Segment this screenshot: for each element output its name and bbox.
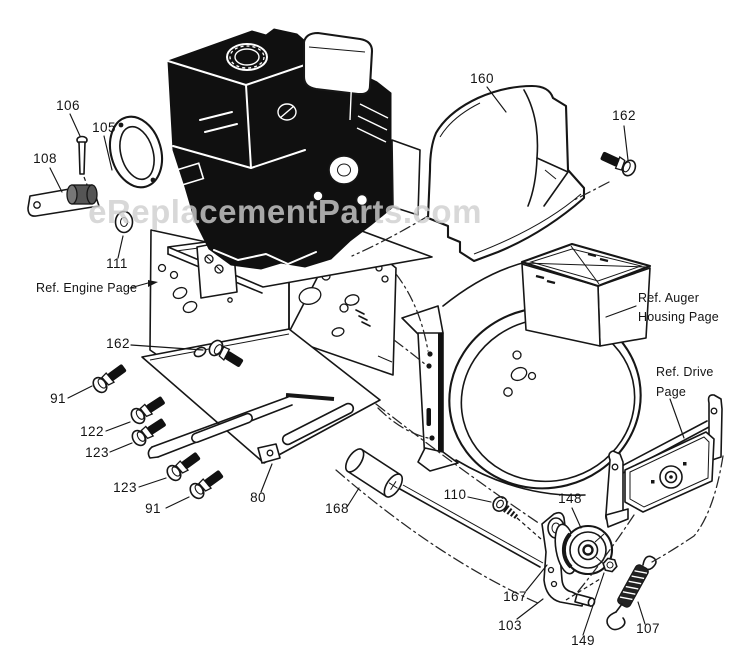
bracket-108 <box>27 184 100 217</box>
bolt-91-a <box>89 360 130 396</box>
ref-drive-page-callout-line2: Page <box>656 385 686 399</box>
bolt-123-b <box>163 448 204 484</box>
engine-mount-small-parts <box>27 115 164 234</box>
part-label-123-b: 123 <box>113 480 137 495</box>
idler-and-rod-parts <box>344 448 657 631</box>
part-label-91-a: 91 <box>50 391 66 406</box>
part-label-162-left: 162 <box>106 336 130 351</box>
control-rod <box>399 488 541 568</box>
phantom-alignment-lines <box>335 181 724 605</box>
muffler <box>302 31 374 96</box>
bolt-91-b <box>186 466 227 502</box>
part-label-106: 106 <box>56 98 80 113</box>
belt-cover <box>426 84 586 263</box>
ref-auger-housing-callout-line1: Ref. Auger <box>638 291 699 305</box>
part-label-110: 110 <box>444 487 467 502</box>
idler-pulley-148 <box>554 523 614 576</box>
drive-frame-assembly <box>605 394 723 528</box>
part-label-108: 108 <box>33 151 57 166</box>
pin-106 <box>76 135 94 201</box>
part-label-91-b: 91 <box>145 501 161 516</box>
washer-111 <box>114 210 134 234</box>
part-label-111: 111 <box>106 256 128 271</box>
part-label-148: 148 <box>558 491 582 506</box>
callout-leader-lines <box>49 86 685 636</box>
watermark-text: eReplacementParts.com <box>88 193 482 230</box>
part-label-160: 160 <box>470 71 494 86</box>
flange-nut <box>602 557 618 573</box>
part-label-105: 105 <box>92 120 116 135</box>
bolt-162-top <box>597 147 639 179</box>
extension-spring-107 <box>606 555 657 631</box>
part-label-167: 167 <box>503 589 527 604</box>
auger-housing <box>401 242 652 497</box>
engine-silhouette <box>167 28 421 270</box>
part-label-80: 80 <box>250 490 266 505</box>
part-label-107: 107 <box>636 621 660 636</box>
part-label-123-a: 123 <box>85 445 109 460</box>
ref-auger-housing-callout-line2: Housing Page <box>638 310 719 324</box>
ref-engine-page-callout: Ref. Engine Page <box>36 281 137 295</box>
part-label-162-top: 162 <box>612 108 636 123</box>
ref-drive-page-callout-line1: Ref. Drive <box>656 365 714 379</box>
gasket-105 <box>108 115 164 189</box>
part-label-122: 122 <box>80 424 104 439</box>
part-label-149: 149 <box>571 633 595 648</box>
screw-110 <box>492 496 519 519</box>
part-label-103: 103 <box>498 618 522 633</box>
part-label-168: 168 <box>325 501 349 516</box>
spacer-roller-168 <box>344 448 404 498</box>
part-labels: 106 105 108 111 Ref. Engine Page 160 162… <box>33 71 719 648</box>
